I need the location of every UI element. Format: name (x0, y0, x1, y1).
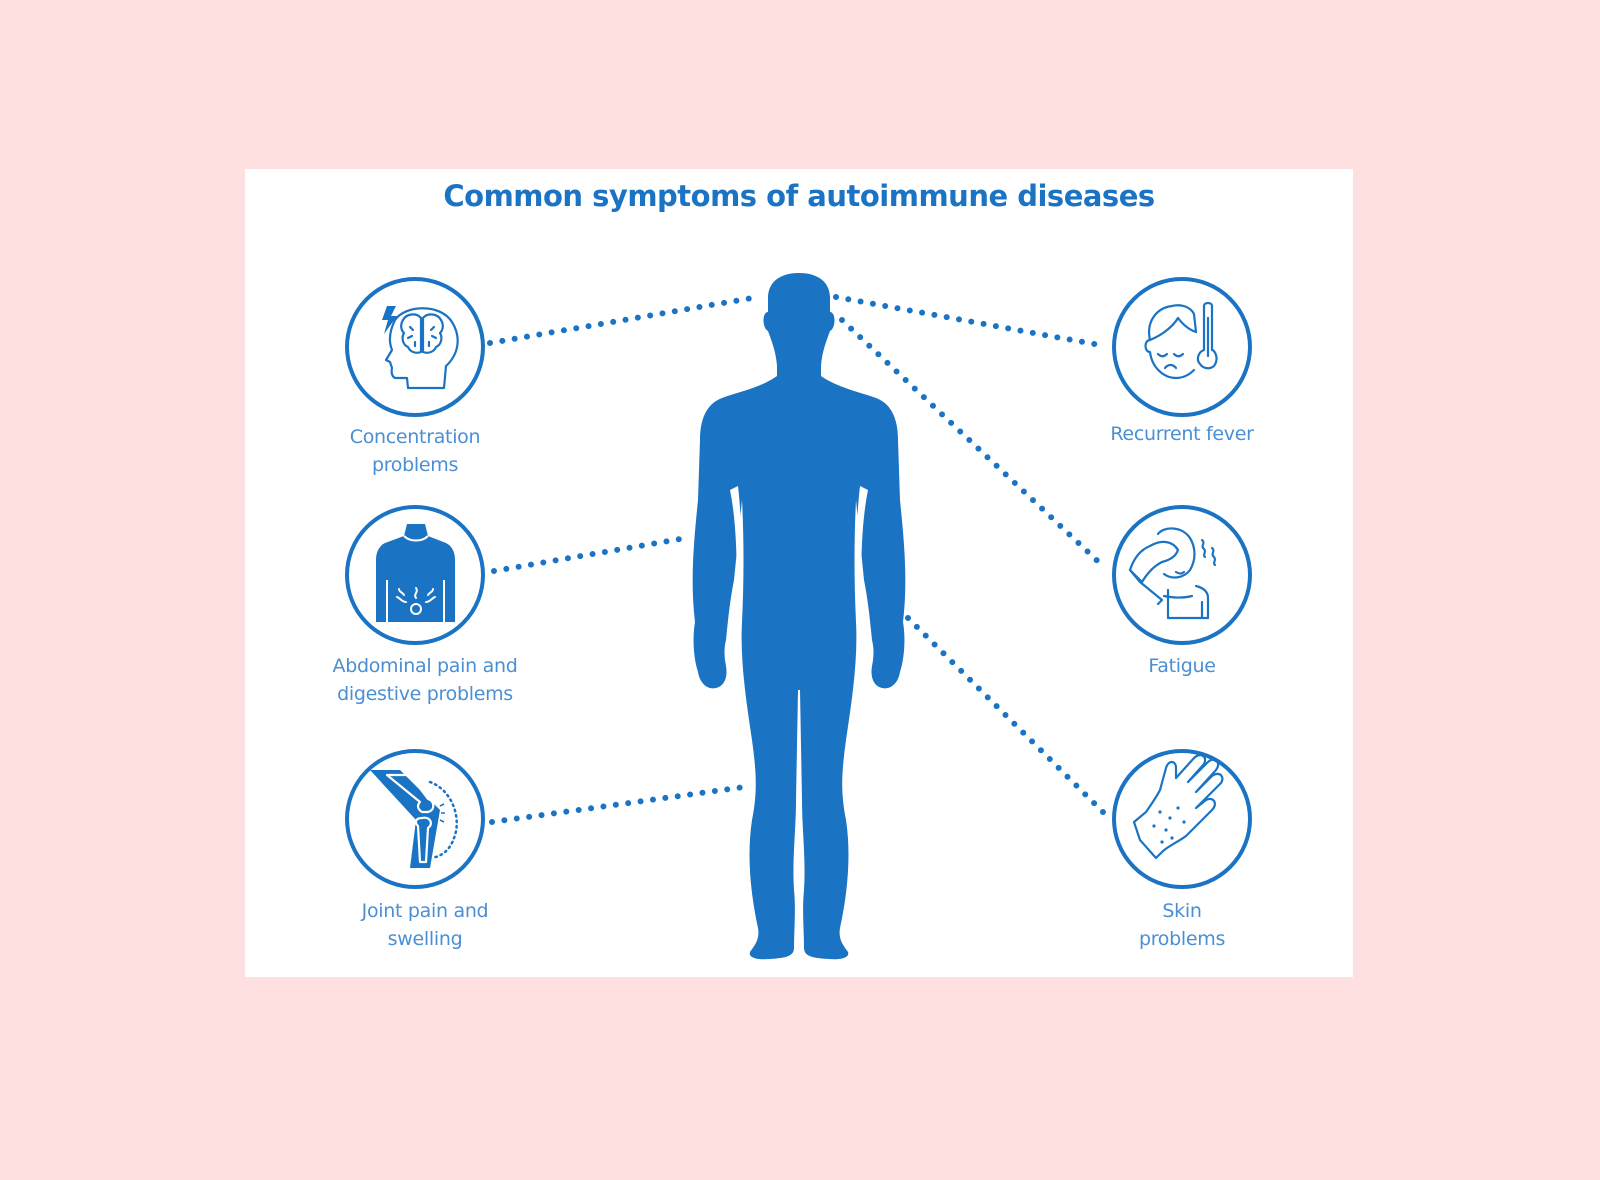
label-line-2: problems (1138, 928, 1226, 950)
joint-circle (345, 749, 485, 889)
label-line-2: problems (371, 454, 459, 476)
label-line-1: Joint pain and (361, 900, 489, 922)
connector-fever (833, 294, 1108, 349)
symptom-label-fatigue: Fatigue (1062, 652, 1302, 680)
symptom-label-concentration: Concentration problems (295, 423, 535, 479)
knee-joint-swelling-icon (370, 770, 458, 868)
symptom-label-skin: Skin problems (1062, 897, 1302, 953)
symptom-label-abdominal: Abdominal pain and digestive problems (305, 652, 545, 708)
skin-circle (1112, 749, 1252, 889)
hand-skin-rash-icon (1132, 754, 1224, 860)
label-line-1: Abdominal pain and (332, 655, 518, 677)
brain-head-lightning-icon (382, 306, 459, 390)
symptom-label-fever: Recurrent fever (1062, 420, 1302, 448)
connector-concentration (487, 294, 761, 346)
connector-skin (905, 615, 1108, 817)
symptom-label-joint: Joint pain and swelling (305, 897, 545, 953)
infographic-title: Common symptoms of autoimmune diseases (443, 179, 1155, 213)
label-line-2: swelling (387, 928, 463, 950)
label-line-1: Skin (1162, 900, 1202, 922)
label-line-2: digestive problems (337, 683, 513, 705)
torso-abdominal-pain-icon (376, 524, 455, 622)
label-line-1: Concentration (349, 426, 481, 448)
connector-joint (489, 784, 747, 825)
connector-fatigue (839, 317, 1108, 571)
label-line-1: Recurrent fever (1110, 423, 1254, 445)
human-body-silhouette-icon (692, 273, 906, 960)
fever-circle (1112, 277, 1252, 417)
connector-abdominal (491, 535, 689, 574)
tired-person-hand-on-head-icon (1128, 527, 1217, 620)
label-line-1: Fatigue (1148, 655, 1216, 677)
face-thermometer-fever-icon (1144, 301, 1218, 380)
